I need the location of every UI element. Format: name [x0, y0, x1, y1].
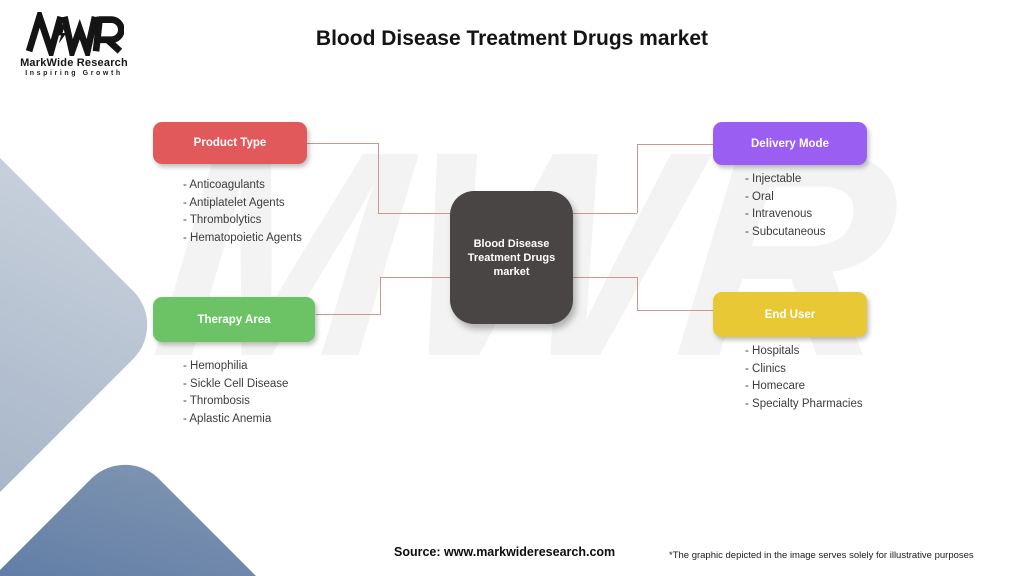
branch-label-delivery-mode: Delivery Mode: [751, 137, 829, 150]
list-item: - Thrombosis: [183, 395, 250, 407]
list-item: - Hemophilia: [183, 360, 248, 372]
mwr-logo-icon: [25, 12, 124, 56]
list-item: - Hematopoietic Agents: [183, 231, 302, 244]
source-text: Source: www.markwideresearch.com: [394, 545, 616, 559]
branch-list-product-type: - Anticoagulants - Antiplatelet Agents -…: [183, 177, 302, 247]
connector-enduser-h1: [573, 277, 637, 278]
list-item: - Sickle Cell Disease: [183, 377, 289, 390]
connector-therapy-h2: [380, 277, 450, 278]
markwide-logo: MarkWide Research Inspiring Growth: [18, 12, 130, 77]
list-item: - Aplastic Anemia: [183, 412, 272, 425]
list-item: - Specialty Pharmacies: [745, 397, 863, 410]
list-item: - Injectable: [745, 173, 802, 185]
connector-delivery-v: [637, 144, 638, 213]
branch-label-therapy-area: Therapy Area: [197, 313, 271, 326]
connector-therapy-h1: [316, 314, 381, 315]
connector-delivery-h2: [573, 213, 637, 214]
list-item: - Anticoagulants: [183, 179, 265, 191]
logo-name: MarkWide Research: [20, 57, 128, 69]
branch-box-delivery-mode: Delivery Mode: [713, 122, 867, 165]
list-item: - Oral: [745, 190, 774, 203]
lightning-bolt-icon: [57, 24, 67, 44]
connector-product-h1: [307, 143, 379, 144]
branch-label-end-user: End User: [764, 308, 816, 321]
branch-list-end-user: - Hospitals - Clinics - Homecare - Speci…: [745, 343, 863, 413]
branch-list-delivery-mode: - Injectable - Oral - Intravenous - Subc…: [745, 171, 826, 241]
branch-box-end-user: End User: [713, 292, 867, 337]
branch-box-therapy-area: Therapy Area: [153, 297, 315, 342]
list-item: - Antiplatelet Agents: [183, 196, 285, 209]
list-item: - Intravenous: [745, 208, 813, 220]
list-item: - Thrombolytics: [183, 214, 262, 226]
center-node: Blood Disease Treatment Drugs market: [450, 191, 573, 324]
connector-therapy-v: [380, 277, 381, 315]
list-item: - Clinics: [745, 362, 786, 375]
list-item: - Subcutaneous: [745, 225, 826, 238]
connector-delivery-h1: [637, 144, 713, 145]
list-item: - Hospitals: [745, 345, 800, 357]
connector-product-v: [378, 143, 379, 213]
center-node-label: Blood Disease Treatment Drugs market: [467, 237, 556, 278]
connector-enduser-h2: [637, 310, 713, 311]
list-item: - Homecare: [745, 380, 806, 392]
branch-label-product-type: Product Type: [193, 137, 267, 149]
branch-box-product-type: Product Type: [153, 122, 307, 164]
branch-list-therapy-area: - Hemophilia - Sickle Cell Disease - Thr…: [183, 358, 288, 428]
page-title: Blood Disease Treatment Drugs market: [315, 27, 709, 50]
disclaimer-text: *The graphic depicted in the image serve…: [669, 550, 974, 561]
decor-diamond-dark: [0, 444, 331, 576]
connector-product-h2: [378, 213, 450, 214]
connector-enduser-v: [637, 277, 638, 310]
logo-tagline: Inspiring Growth: [25, 70, 123, 77]
